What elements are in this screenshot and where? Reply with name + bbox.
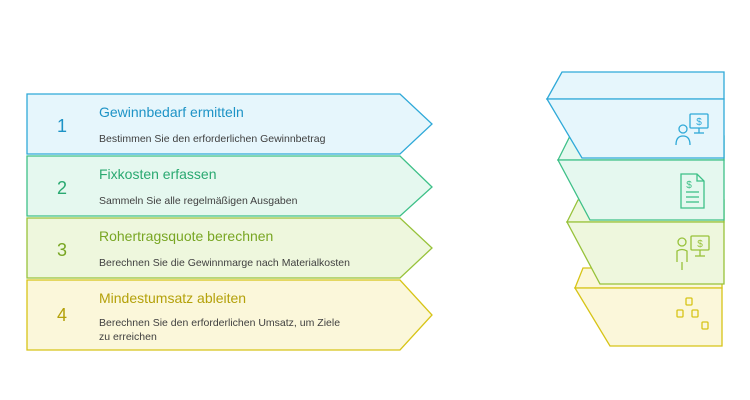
step-4-title: Mindestumsatz ableiten	[99, 290, 247, 306]
svg-text:$: $	[696, 117, 702, 128]
svg-text:$: $	[697, 239, 703, 250]
svg-text:$: $	[686, 180, 692, 191]
step-4-band	[26, 279, 433, 351]
step-1-title: Gewinnbedarf ermitteln	[99, 104, 244, 120]
blocks-icon	[676, 297, 709, 330]
step-4-number: 4	[56, 305, 67, 325]
person-dollar-monitor-icon: $	[675, 113, 709, 146]
step-2-title: Fixkosten erfassen	[99, 166, 217, 182]
step-4-description: Berechnen Sie den erforderlichen Umsatz,…	[99, 317, 341, 343]
step-1-band	[26, 93, 433, 155]
step-1-number: 1	[56, 116, 67, 136]
step-2-band	[26, 155, 433, 217]
block-1	[545, 71, 725, 159]
step-2-description: Sammeln Sie alle regelmäßigen Ausgaben	[99, 195, 298, 207]
dollar-document-icon: $	[680, 173, 705, 209]
step-3-number: 3	[56, 240, 67, 260]
step-1-description: Bestimmen Sie den erforderlichen Gewinnb…	[99, 133, 326, 145]
step-3-description: Berechnen Sie die Gewinnmarge nach Mater…	[99, 257, 350, 269]
person-dollar-chart-icon: $	[676, 235, 710, 270]
step-3-title: Rohertragsquote berechnen	[99, 228, 274, 244]
step-2-number: 2	[56, 178, 67, 198]
step-3-band	[26, 217, 433, 279]
